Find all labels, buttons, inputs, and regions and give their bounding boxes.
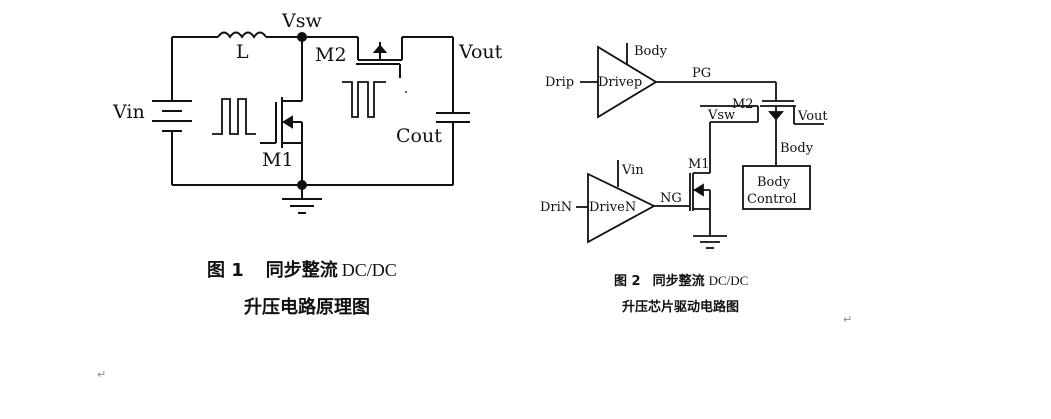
m1-body-arrow bbox=[282, 115, 293, 129]
label-body-top: Body bbox=[634, 44, 668, 59]
label-inductor: L bbox=[236, 41, 249, 63]
node-vsw bbox=[297, 32, 307, 42]
m2-gate-pulse bbox=[342, 81, 386, 118]
label-m2: M2 bbox=[732, 97, 754, 112]
figure1-number: 图 1 bbox=[207, 260, 244, 281]
stray-dot bbox=[405, 91, 407, 93]
m1-body-arrow bbox=[693, 183, 704, 197]
label-body-control-1: Body bbox=[757, 175, 791, 190]
figure2-circuit bbox=[576, 43, 824, 249]
m1-gate-pulse bbox=[212, 98, 256, 135]
label-vin: Vin bbox=[621, 163, 644, 178]
label-vsw: Vsw bbox=[707, 108, 735, 123]
label-m1: M1 bbox=[262, 149, 294, 171]
figure2-title-en: DC/DC bbox=[708, 273, 749, 288]
label-vsw: Vsw bbox=[281, 10, 322, 32]
label-body-mid: Body bbox=[780, 141, 814, 156]
inductor-L bbox=[217, 31, 267, 39]
body-control-box bbox=[742, 165, 811, 210]
label-driven: DriveN bbox=[589, 200, 636, 215]
label-m2: M2 bbox=[315, 44, 347, 66]
label-ng: NG bbox=[660, 191, 682, 206]
figure2-title-cn: 同步整流 bbox=[652, 274, 705, 289]
label-vout: Vout bbox=[797, 109, 828, 124]
label-drip: Drip bbox=[545, 75, 574, 90]
figure1-caption-line2: 升压电路原理图 bbox=[244, 297, 370, 318]
paragraph-mark: ↵ bbox=[843, 313, 853, 326]
figure1-title-en: DC/DC bbox=[341, 260, 397, 280]
figure2-number: 图 2 bbox=[614, 274, 641, 289]
m2-body-arrow bbox=[768, 111, 784, 121]
label-drivep: Drivep bbox=[598, 75, 642, 90]
driven-amplifier bbox=[587, 172, 656, 244]
figure1-title-cn: 同步整流 bbox=[265, 260, 338, 281]
figure1-circuit bbox=[152, 31, 470, 214]
node-ground bbox=[297, 180, 307, 190]
label-body-control-2: Control bbox=[747, 192, 797, 207]
label-vin: Vin bbox=[112, 101, 145, 123]
label-drin: DriN bbox=[540, 200, 572, 215]
label-cout: Cout bbox=[396, 125, 442, 147]
figure2-caption-line2: 升压芯片驱动电路图 bbox=[622, 300, 740, 315]
label-vout: Vout bbox=[458, 41, 503, 63]
label-pg: PG bbox=[692, 66, 711, 81]
paragraph-mark: ↵ bbox=[97, 368, 107, 381]
label-m1: M1 bbox=[688, 157, 710, 172]
